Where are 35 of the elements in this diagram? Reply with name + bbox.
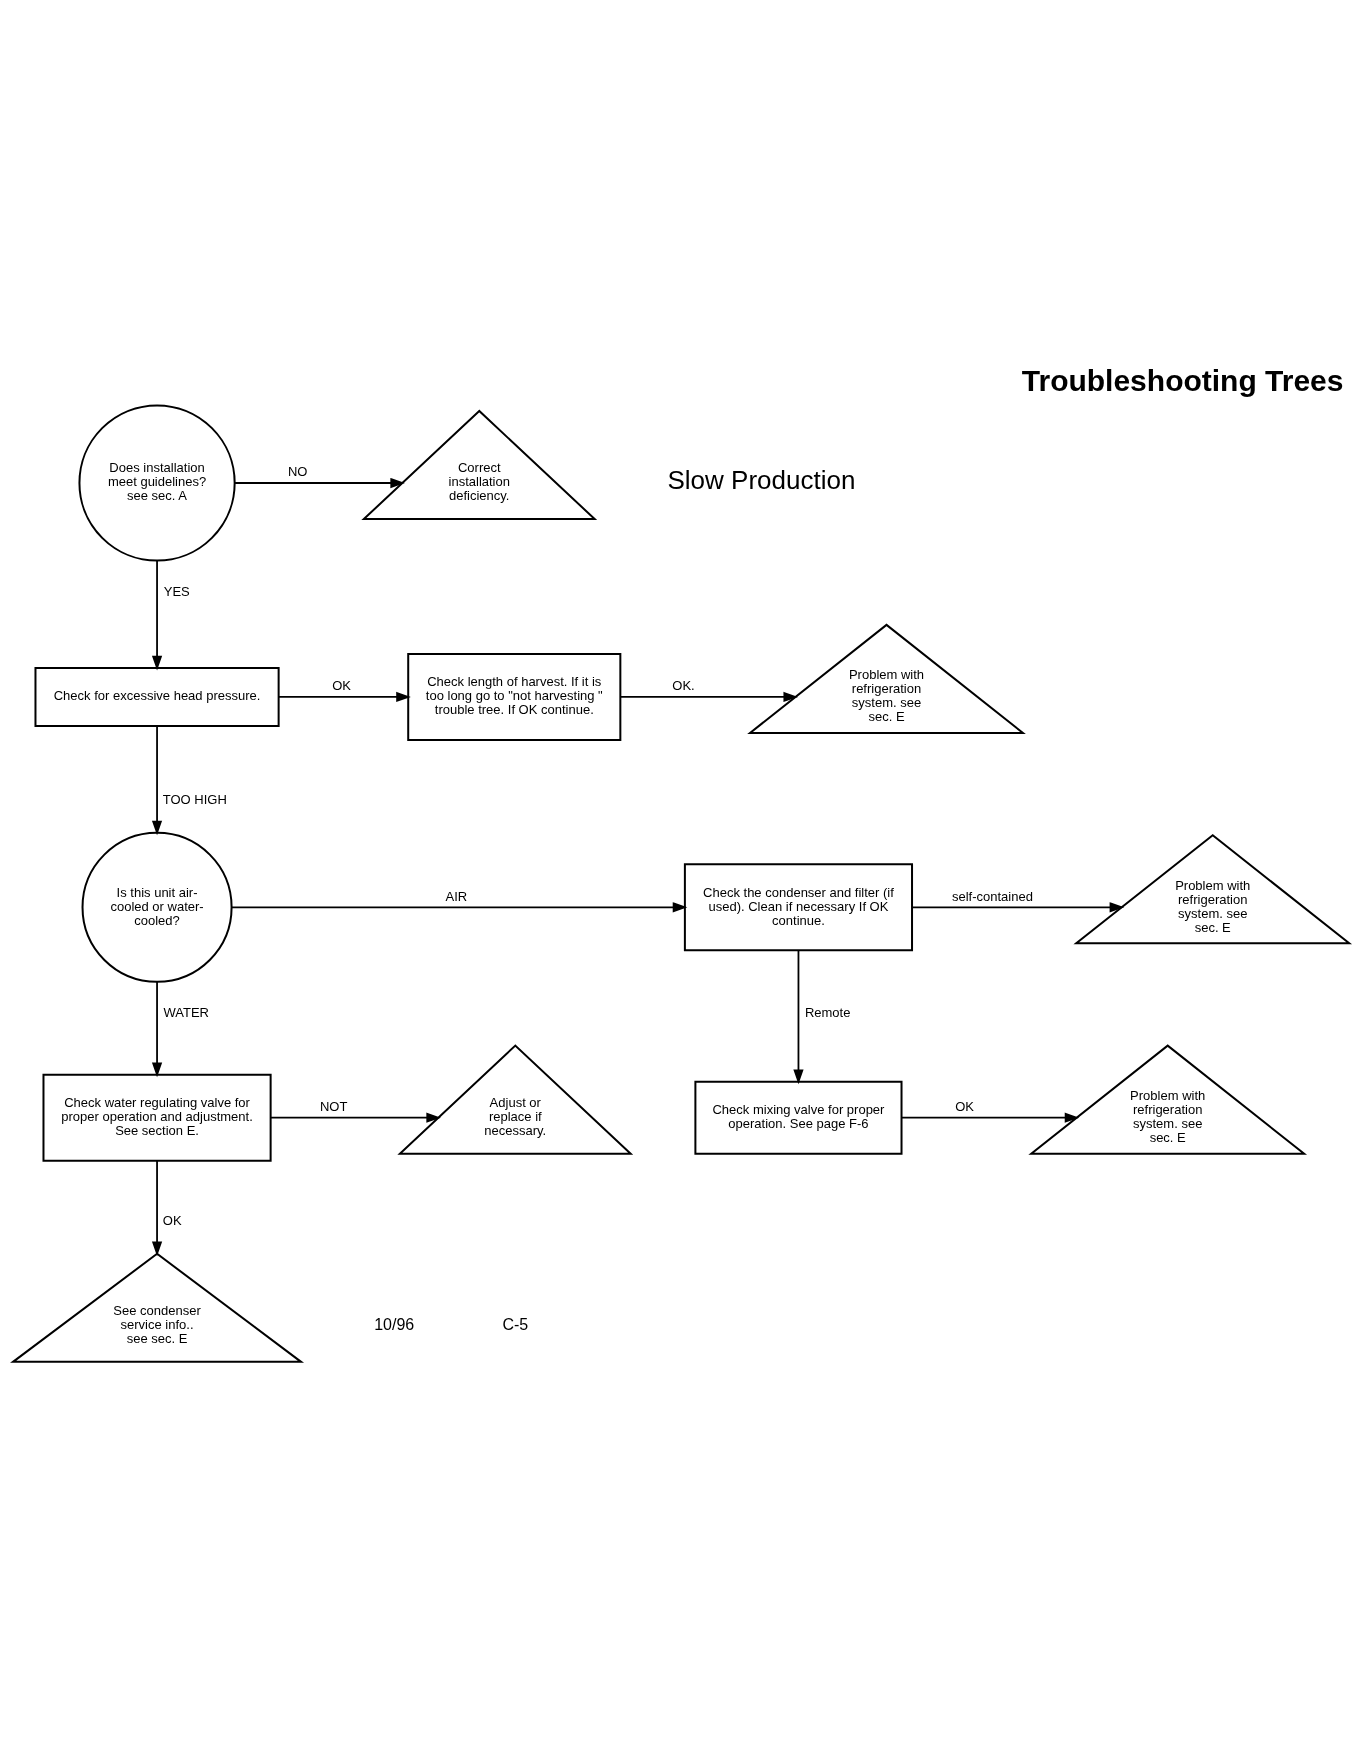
arrow	[269, 1112, 441, 1123]
edge-label: WATER	[163, 1004, 209, 1020]
label: Slow Production	[666, 464, 855, 495]
edge-label: Remote	[804, 1004, 850, 1020]
arrow	[151, 1159, 162, 1256]
node-box: Check water regulating valve for proper operation and adjustment. See section E.	[42, 1073, 272, 1162]
edge-label: NO	[287, 463, 307, 479]
diagram-title: Troubleshooting Trees	[1021, 363, 1344, 397]
node-circle: Does installation meet guidelines? see sec. A	[77, 403, 236, 562]
arrow	[230, 901, 687, 912]
node-box: Check the condenser and filter (if used). Clean if necessary If OK continue.	[683, 862, 913, 951]
edge-label: YES	[163, 583, 190, 599]
arrow	[792, 949, 804, 1084]
edge-label: OK	[162, 1212, 182, 1228]
arrow	[277, 691, 411, 702]
edge-label: OK	[954, 1098, 974, 1114]
node-box: Check length of harvest. If it is too long go to "not harvesting " trouble tree. If OK continue.	[406, 652, 621, 741]
node-box: Check for excessive head pressure.	[34, 666, 280, 727]
edge-label: AIR	[444, 888, 467, 904]
node-box: Check mixing valve for proper operation. See page F-6	[693, 1080, 902, 1155]
arrow	[900, 1112, 1079, 1123]
node-circle: Is this unit air-cooled or water-cooled?	[81, 831, 233, 983]
label: C-5	[501, 1315, 528, 1333]
edge-label: self-contained	[951, 888, 1033, 904]
edge-label: OK	[331, 677, 351, 693]
label: 10/96	[373, 1315, 414, 1333]
arrow	[910, 901, 1124, 912]
arrow	[151, 980, 162, 1077]
edge-label: TOO HIGH	[162, 791, 227, 807]
edge-label: OK.	[671, 677, 695, 693]
arrow	[151, 559, 162, 670]
edge-label: NOT	[319, 1098, 347, 1114]
arrow	[233, 477, 405, 488]
arrow	[151, 724, 162, 835]
arrow	[619, 691, 798, 702]
